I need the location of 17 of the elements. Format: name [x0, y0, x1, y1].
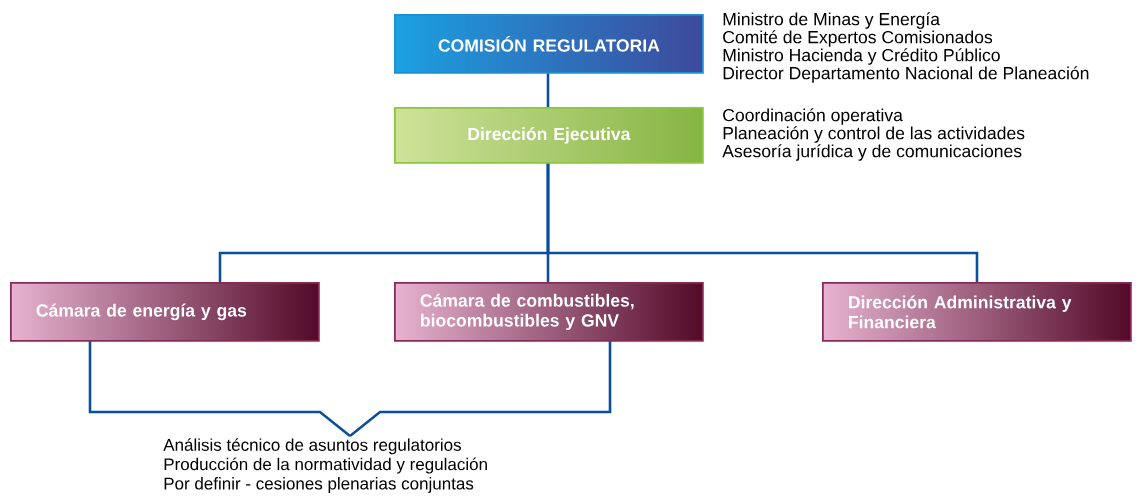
org-box: Dirección Ejecutiva	[394, 107, 704, 164]
note-text: Asesoría jurídica y de comunicaciones	[722, 144, 1022, 161]
org-box: Dirección Administrativa y Financiera	[822, 282, 1132, 342]
connector-line	[546, 162, 979, 282]
org-box: Cámara de energía y gas	[10, 282, 320, 342]
note-text: Comité de Expertos Comisionados	[723, 30, 993, 47]
note-text: Ministro de Minas y Energía	[723, 12, 940, 29]
connector-line	[349, 340, 612, 437]
note-text: Planeación y control de las actividades	[723, 126, 1025, 143]
org-box: Cámara de combustibles, biocombustibles y GNV	[394, 282, 704, 342]
note-text: Ministro Hacienda y Crédito Público	[723, 48, 1000, 65]
connector-line	[88, 340, 351, 437]
org-box: COMISIÓN REGULATORIA	[394, 14, 704, 74]
note-text: Coordinación operativa	[723, 108, 903, 125]
note-text: Director Departamento Nacional de Planeación	[723, 66, 1089, 83]
note-text: Análisis técnico de asuntos regulatorios Producción de la normatividad y regulación Por definir - cesiones plenarias conjuntas	[163, 438, 487, 493]
connector-line	[546, 72, 550, 107]
